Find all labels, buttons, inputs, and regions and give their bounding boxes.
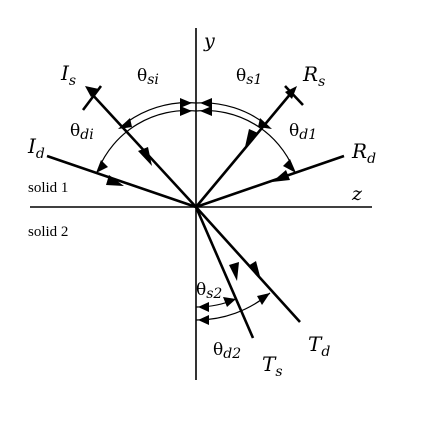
arrowhead-incident-dilatational — [106, 175, 124, 186]
ray-label-transmitted-shear: Ts — [262, 352, 283, 380]
ray-label-incident-dilatational: Id — [27, 134, 45, 162]
angle-label-theta-d2: θd2 — [213, 340, 241, 362]
angle-label-theta-s2: θs2 — [196, 280, 222, 302]
angle-label-theta-s1: θs1 — [236, 66, 262, 88]
arc-arrow-s2-left — [198, 302, 209, 312]
ray-label-transmitted-dilatational: Td — [308, 332, 330, 360]
arc-arrow-di-right — [180, 106, 192, 116]
arc-theta-d1 — [195, 109, 295, 171]
arrowhead-transmitted-dilatational — [248, 261, 261, 280]
z-axis-label: z — [351, 183, 363, 205]
arc-theta-di — [97, 109, 197, 171]
arc-arrow-s1-right — [258, 118, 272, 129]
arc-arrow-s1-left — [200, 98, 212, 108]
ray-label-reflected-shear: Rs — [302, 62, 325, 90]
region-label-solid-2: solid 2 — [28, 224, 68, 240]
arrowhead-incident-shear — [138, 147, 152, 166]
region-label-solid-1: solid 1 — [28, 180, 68, 196]
angle-label-theta-d1: θd1 — [289, 121, 317, 143]
arc-arrow-si-left — [118, 118, 132, 129]
ray-incident-dilatational — [46, 154, 197, 209]
arc-arrow-d1-right — [283, 159, 296, 173]
ray-label-incident-shear: Is — [60, 61, 76, 89]
arrowhead-transmitted-shear — [229, 262, 239, 281]
y-axis-label: y — [203, 30, 215, 52]
arrowhead-reflected-shear — [245, 129, 258, 147]
ray-transmitted-shear — [194, 206, 255, 339]
ray-transmitted-dilatational — [195, 206, 301, 323]
arc-arrow-d1-left — [200, 106, 212, 116]
angle-label-theta-si: θsi — [137, 66, 159, 88]
arrowhead-reflected-dilatational — [272, 170, 290, 182]
arc-arrow-di-left — [96, 160, 108, 173]
arc-arrow-d2-left — [198, 315, 209, 325]
tip-arrow-reflected-shear — [285, 86, 297, 99]
ray-reflected-shear — [195, 91, 293, 208]
polarization-mark-reflected — [284, 85, 304, 106]
ray-reflected-dilatational — [195, 154, 345, 209]
ray-label-reflected-dilatational: Rd — [351, 139, 376, 167]
arc-arrow-d2-right — [257, 293, 270, 305]
arc-arrow-si-right — [180, 98, 192, 108]
angle-label-theta-di: θdi — [70, 121, 94, 143]
arc-arrow-s2-right — [223, 297, 236, 307]
tip-arrow-incident-shear — [85, 86, 99, 97]
